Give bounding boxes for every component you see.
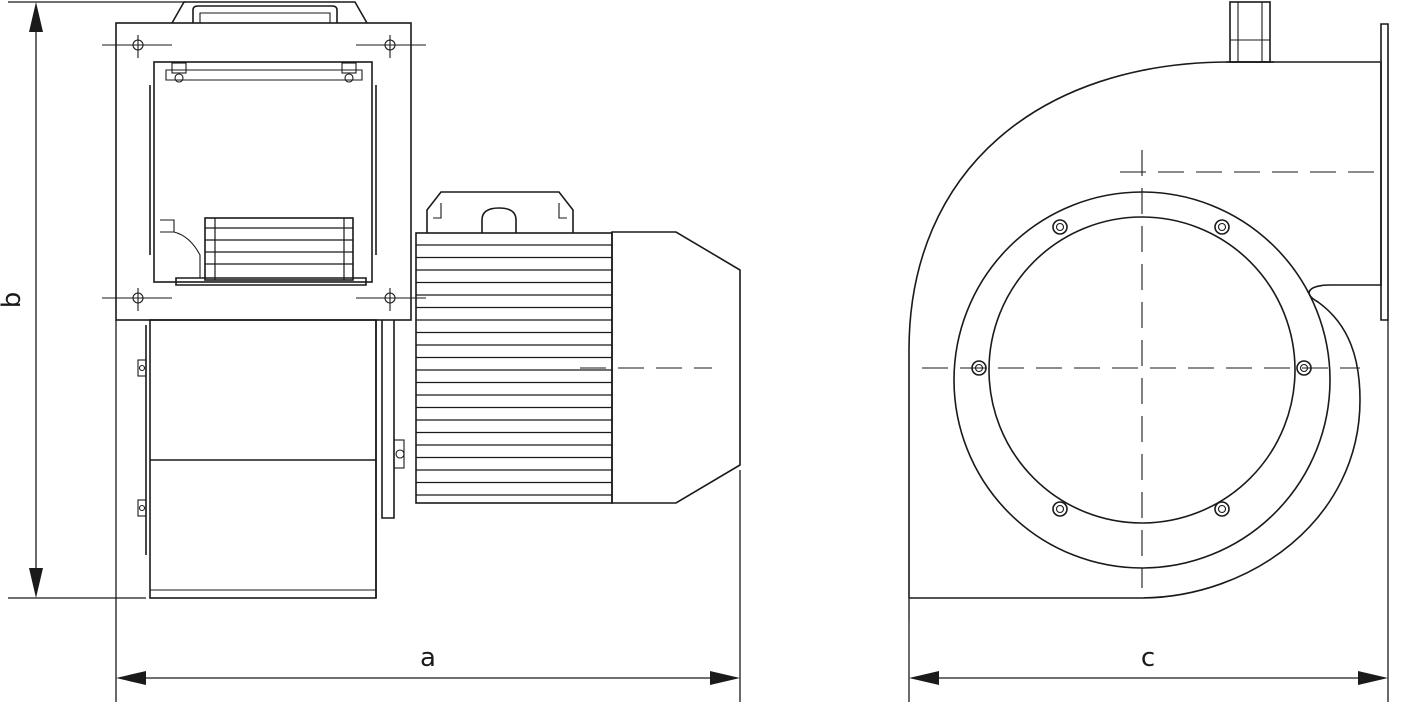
dimension-b-label: b [0, 292, 27, 309]
bolt-hole-inner [1055, 504, 1065, 514]
outlet-connector [1226, 1, 1274, 63]
front-view [908, 1, 1389, 620]
bolt-hole [1214, 501, 1230, 517]
motor-cooling-fins [416, 244, 612, 496]
inlet-opening [149, 61, 377, 286]
volute-casing [908, 61, 1382, 599]
flange-holes [102, 35, 426, 311]
dimension-c: c [908, 320, 1389, 702]
dimension-a-label: a [420, 643, 436, 673]
inlet-flange [115, 22, 412, 321]
motor [415, 191, 741, 504]
outlet-flange [1380, 23, 1389, 321]
bolt-hole-inner [1217, 504, 1227, 514]
top-handle [171, 1, 368, 24]
motor-fan-cover [611, 231, 741, 504]
inlet-inner-ring [988, 216, 1296, 524]
housing-body [137, 319, 405, 599]
bolt-hole-inner [1055, 222, 1065, 232]
bolt-hole [1052, 219, 1068, 235]
bolt-hole-inner [1217, 222, 1227, 232]
bolt-hole [1214, 219, 1230, 235]
dimension-a: a [115, 320, 741, 702]
front-centerlines [922, 150, 1385, 588]
terminal-box [426, 191, 574, 233]
bolt-hole [1052, 501, 1068, 517]
dimension-b: b [0, 1, 186, 599]
dimension-c-label: c [1141, 643, 1155, 673]
side-view [102, 1, 741, 599]
